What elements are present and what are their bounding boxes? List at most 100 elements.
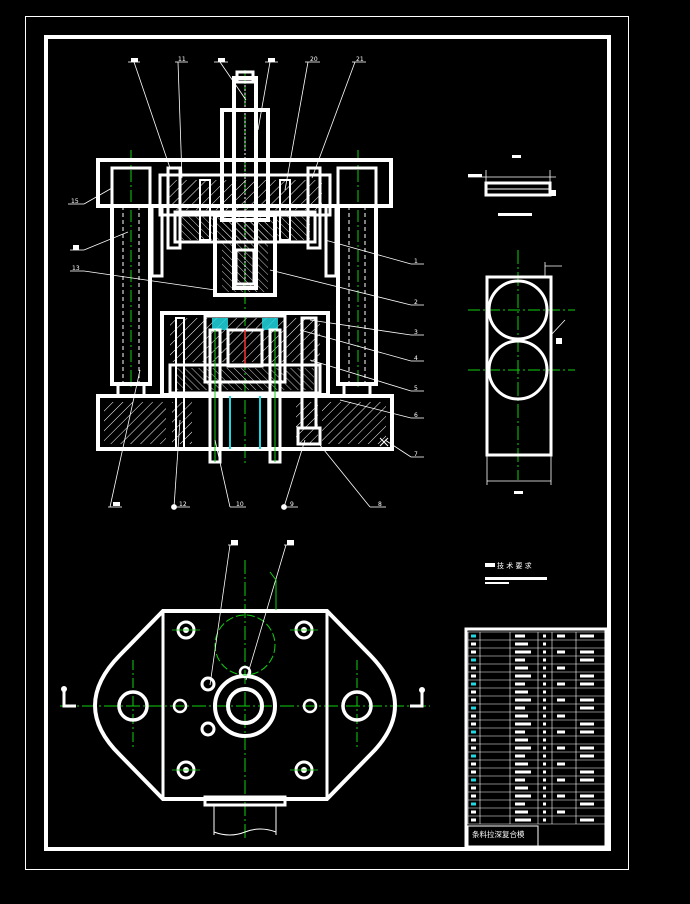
bom-cell-mark (580, 778, 594, 782)
bom-cell-mark (557, 730, 565, 734)
bom-cell-mark (471, 730, 476, 734)
bom-cell-mark (471, 714, 476, 718)
bom-cell-mark (557, 714, 565, 718)
bom-cell-mark (580, 706, 594, 710)
bom-cell-mark (515, 706, 525, 710)
bom-cell-mark (543, 650, 546, 654)
bom-cell-mark (543, 658, 546, 662)
bom-cell-mark (515, 786, 528, 790)
balloon-top-2: 11 (178, 56, 186, 63)
bom-cell-mark (580, 722, 594, 726)
bom-cell-mark (515, 698, 531, 702)
bom-cell-mark (471, 770, 476, 774)
bom-table (467, 631, 606, 825)
bom-cell-mark (557, 698, 565, 702)
bom-cell-mark (515, 658, 525, 662)
bom-cell-mark (580, 658, 594, 662)
balloon-left-3: 13 (72, 265, 80, 272)
bom-cell-mark (515, 674, 531, 678)
bom-cell-mark (543, 754, 546, 758)
bom-cell-mark (515, 714, 528, 718)
bom-cell-mark (543, 770, 546, 774)
bom-cell-mark (515, 650, 531, 654)
balloon-right-2: 2 (414, 299, 418, 306)
bom-cell-mark (580, 802, 594, 806)
bom-cell-mark (471, 650, 476, 654)
bom-cell-mark (543, 666, 546, 670)
bom-cell-mark (543, 762, 546, 766)
plan-view (60, 540, 430, 840)
bom-cell-mark (515, 634, 525, 638)
bom-cell-mark (543, 674, 546, 678)
bom-cell-mark (515, 802, 525, 806)
balloon-right-1: 1 (414, 258, 418, 265)
bom-cell-mark (515, 738, 528, 742)
bom-cell-mark (543, 642, 546, 646)
balloon-right-6: 6 (414, 412, 418, 419)
bom-cell-mark (515, 722, 531, 726)
bom-cell-mark (557, 778, 565, 782)
balloon-top-5: 20 (310, 56, 318, 63)
bom-cell-mark (471, 722, 476, 726)
bom-cell-mark (515, 730, 525, 734)
balloon-right-7: 7 (414, 451, 418, 458)
bom-cell-mark (515, 754, 525, 758)
balloon-right-4: 4 (414, 355, 418, 362)
bom-cell-mark (580, 682, 594, 686)
bom-cell-mark (543, 786, 546, 790)
bom-cell-mark (471, 818, 476, 822)
balloon-top-6: 21 (356, 56, 364, 63)
section-view (96, 70, 394, 465)
bom-cell-mark (515, 746, 531, 750)
bom-cell-mark (515, 762, 528, 766)
bom-cell-mark (543, 698, 546, 702)
bom-cell-mark (543, 810, 546, 814)
bom-cell-mark (557, 666, 565, 670)
bom-cell-mark (515, 642, 528, 646)
bom-cell-mark (580, 746, 594, 750)
bom-cell-mark (543, 778, 546, 782)
inner-frame (44, 35, 611, 851)
bom-cell-mark (557, 682, 565, 686)
bom-cell-mark (543, 802, 546, 806)
title-block-name: 条料拉深复合模 (472, 829, 525, 839)
bom-cell-mark (557, 762, 565, 766)
bom-cell-mark (471, 754, 476, 758)
bom-cell-mark (471, 634, 476, 638)
balloon-labels: 11 20 21 15 13 1 2 3 4 5 6 7 12 10 9 8 (71, 56, 418, 508)
bom-cell-mark (543, 634, 546, 638)
bom-cell-mark (471, 682, 476, 686)
bom-cell-mark (471, 674, 476, 678)
balloon-left-1: 15 (71, 198, 79, 205)
bom-cell-mark (515, 778, 525, 782)
bom-cell-mark (580, 650, 594, 654)
bom-cell-mark (515, 794, 531, 798)
bom-cell-mark (471, 642, 476, 646)
balloon-bottom-4: 9 (290, 501, 294, 508)
outer-frame (25, 16, 629, 870)
bom-cell-mark (471, 658, 476, 662)
bom-cell-mark (515, 770, 531, 774)
bom-cell-mark (471, 810, 476, 814)
bom-cell-mark (543, 730, 546, 734)
bom-cell-mark (471, 786, 476, 790)
bom-cell-mark (557, 810, 565, 814)
bom-cell-mark (471, 690, 476, 694)
technical-requirements: 技 术 要 求 (485, 561, 547, 584)
bom-cell-mark (515, 682, 525, 686)
bom-cell-mark (471, 746, 476, 750)
bom-cell-mark (515, 818, 531, 822)
tech-req-heading: 技 术 要 求 (497, 561, 532, 570)
title-block: 条料拉深复合模 (464, 627, 608, 849)
leaders (68, 61, 424, 510)
bom-cell-mark (543, 818, 546, 822)
balloon-bottom-5: 8 (378, 501, 382, 508)
bom-cell-mark (471, 738, 476, 742)
bom-cell-mark (580, 674, 594, 678)
bom-cell-mark (580, 818, 594, 822)
bom-cell-mark (515, 690, 528, 694)
bom-cell-mark (543, 682, 546, 686)
bom-cell-mark (471, 802, 476, 806)
bom-cell-mark (515, 810, 528, 814)
bom-cell-mark (580, 794, 594, 798)
